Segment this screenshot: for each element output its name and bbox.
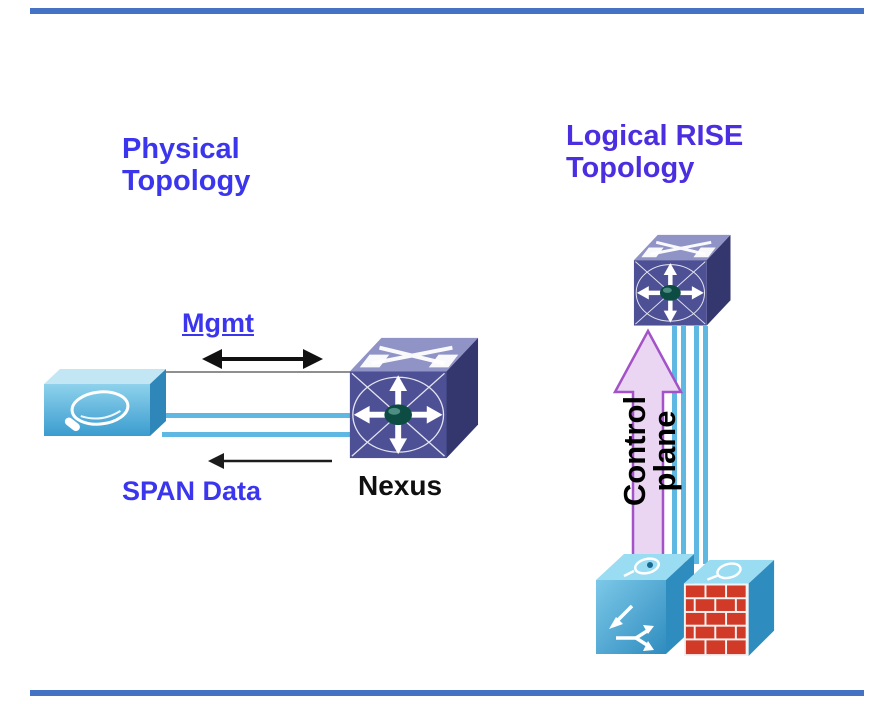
top-border-bar — [30, 8, 864, 14]
firewall-appliance-icon — [680, 556, 778, 664]
span-data-link-line — [162, 413, 354, 437]
span-data-arrow-icon — [208, 453, 332, 469]
logical-topology-title: Logical RISE Topology — [566, 120, 744, 185]
control-plane-label-line2: plane — [647, 410, 682, 492]
control-plane-label: Control plane — [617, 336, 682, 566]
mgmt-label: Mgmt — [182, 308, 254, 338]
physical-topology-title: Physical Topology — [122, 133, 251, 198]
mgmt-bidirectional-arrow-icon — [202, 349, 323, 369]
rise-data-link-line-2 — [694, 326, 708, 564]
rise-nexus-switch-icon — [628, 226, 732, 330]
mgmt-link-line — [164, 371, 350, 373]
nexus-label: Nexus — [358, 470, 443, 501]
bottom-border-bar — [30, 690, 864, 696]
control-plane-label-line1: Control — [617, 395, 652, 507]
span-data-label: SPAN Data — [122, 476, 262, 506]
